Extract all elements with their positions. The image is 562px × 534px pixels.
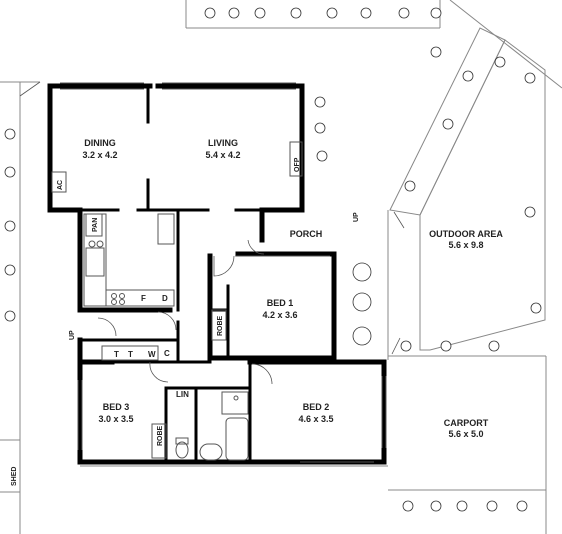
ac-label: AC <box>57 180 64 190</box>
washer-label: W <box>148 350 156 359</box>
linen-label: LIN <box>176 390 189 399</box>
up-porch-label: UP <box>353 212 360 222</box>
dishwasher-label: D <box>162 294 168 303</box>
bed2-size: 4.6 x 3.5 <box>298 414 333 424</box>
trough-label-2: T <box>128 350 133 359</box>
shed-label: SHED <box>11 467 18 486</box>
trough-label-1: T <box>114 350 119 359</box>
dining-name: DINING <box>84 138 116 148</box>
robe-bed1-label: ROBE <box>217 315 224 336</box>
outdoor-size: 5.6 x 9.8 <box>448 240 483 250</box>
bed1-name: BED 1 <box>267 298 294 308</box>
windows <box>60 82 387 463</box>
bed3-size: 3.0 x 3.5 <box>98 414 133 424</box>
doors <box>19 81 405 385</box>
outdoor-name: OUTDOOR AREA <box>429 229 503 239</box>
robe-bed3-label: ROBE <box>157 425 164 446</box>
shrubs <box>4 7 542 512</box>
living-name: LIVING <box>208 138 238 148</box>
up-side-label: UP <box>69 330 76 340</box>
bed3-name: BED 3 <box>103 402 130 412</box>
dining-size: 3.2 x 4.2 <box>82 150 117 160</box>
bathroom-fixtures <box>175 391 249 461</box>
porch-name: PORCH <box>290 229 323 239</box>
ofp-label: OFP <box>294 157 301 172</box>
living-size: 5.4 x 4.2 <box>205 150 240 160</box>
cupboard-label: C <box>164 349 170 358</box>
bed2-name: BED 2 <box>303 402 330 412</box>
pantry-label: PAN <box>92 218 99 232</box>
bed1-size: 4.2 x 3.6 <box>262 310 297 320</box>
fridge-label: F <box>141 294 146 303</box>
carport-name: CARPORT <box>444 418 489 428</box>
carport-size: 5.6 x 5.0 <box>448 429 483 439</box>
